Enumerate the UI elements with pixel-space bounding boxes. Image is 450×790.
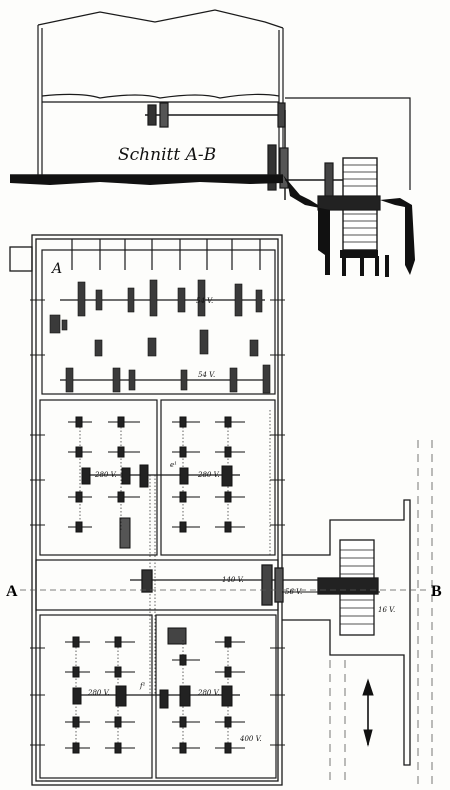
cut-label-a: A [6, 583, 18, 600]
machines-upper [49, 279, 271, 394]
shaft-label-upper-2: 54 V. [198, 371, 215, 379]
wheel-hub [317, 195, 381, 211]
shaft-label-middle-center: e¹ [170, 461, 177, 469]
line-shafts [60, 299, 345, 696]
cut-label-b: B [431, 583, 442, 600]
pulley [159, 102, 169, 128]
ground-section [10, 175, 415, 277]
shaft-label-engine-near: 56 V. [285, 588, 302, 596]
annex [9, 246, 33, 272]
belt-lines [75, 410, 271, 750]
section-title: Schnitt A-B [118, 145, 216, 165]
wall-ticks [30, 299, 285, 746]
shaft-label-lower-right: 280 V. [197, 689, 220, 697]
plan-outer-walls [9, 234, 283, 786]
machines-middle [68, 416, 245, 549]
section-view [10, 9, 411, 251]
shaft-label-lower-corner: 400 V. [239, 735, 262, 743]
shaft-label-lower-left: 280 V. [87, 689, 110, 697]
bevel-gear [267, 144, 277, 191]
shaft-label-corridor: 140 V. [222, 576, 244, 584]
room-label: A [50, 261, 62, 277]
shaft-label-upper-1: 54 V. [196, 297, 213, 305]
shaft-label-lower-center: f¹ [139, 682, 146, 690]
room-walls [35, 239, 279, 779]
pulley [147, 104, 157, 126]
north-arrow-icon [362, 678, 374, 747]
upper-floor [41, 93, 280, 99]
shaft-label-middle-left: 280 V. [94, 471, 117, 479]
shaft-label-middle-right: 280 V. [197, 471, 220, 479]
main-belt [285, 97, 411, 190]
shaft-label-engine-far: 16 V. [378, 606, 395, 614]
tailrace [329, 440, 433, 785]
roof-outline [37, 9, 284, 29]
